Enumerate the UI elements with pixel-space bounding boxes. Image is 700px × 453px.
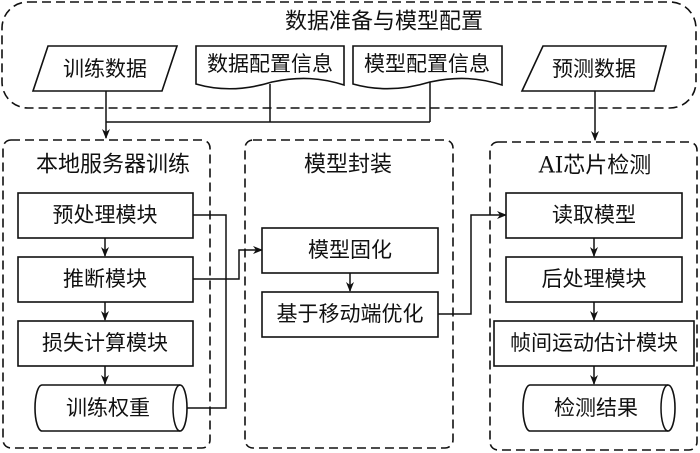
packaging-step-label: 基于移动端优化	[277, 302, 424, 326]
detection-output-results: 检测结果	[522, 384, 676, 432]
process-box	[17, 320, 194, 367]
process-box	[493, 320, 695, 367]
process-box	[17, 256, 194, 303]
packaging-step-freeze: 模型固化	[261, 227, 439, 274]
packaging-step-label: 模型固化	[308, 238, 392, 262]
training-step-preprocess: 预处理模块	[17, 192, 194, 239]
training-step-label: 预处理模块	[53, 203, 158, 227]
parallelogram-shape	[520, 45, 668, 92]
detection-step-label: 后处理模块	[542, 267, 647, 291]
group-local-training: 本地服务器训练	[2, 139, 211, 449]
detection-step-motion-estimation: 帧间运动估计模块	[493, 320, 695, 367]
detection-step-label: 读取模型	[552, 203, 636, 227]
line-preprocess-weights-bus	[187, 214, 227, 409]
detection-step-read-model: 读取模型	[505, 192, 683, 239]
training-output-weights: 训练权重	[34, 384, 188, 432]
packaging-step-mobile-opt: 基于移动端优化	[261, 291, 439, 338]
group-ai-chip: AI芯片检测	[489, 141, 698, 451]
group-model-packaging-title: 模型封装	[304, 153, 392, 178]
parallelogram-shape	[31, 45, 179, 92]
detection-output-label: 检测结果	[554, 396, 638, 420]
training-step-loss: 损失计算模块	[17, 320, 194, 367]
document-shape	[195, 45, 345, 90]
group-local-training-border	[2, 139, 211, 449]
detection-step-label: 帧间运动估计模块	[510, 331, 678, 355]
training-to-packaging-connectors	[187, 214, 263, 409]
document-shape	[352, 45, 503, 90]
arrow-to-model-freeze	[193, 246, 263, 280]
input-prediction-data-label: 预测数据	[552, 57, 636, 81]
group-data-prep: 数据准备与模型配置	[1, 1, 697, 109]
input-data-config: 数据配置信息	[195, 45, 345, 90]
training-step-label: 损失计算模块	[42, 331, 168, 355]
process-box	[17, 192, 194, 239]
input-training-data: 训练数据	[31, 45, 179, 92]
input-model-config-label: 模型配置信息	[364, 52, 490, 76]
group-ai-chip-border	[489, 141, 698, 451]
input-prediction-data: 预测数据	[520, 45, 668, 92]
input-model-config: 模型配置信息	[352, 45, 503, 90]
group-local-training-title: 本地服务器训练	[36, 153, 190, 178]
group-data-prep-title: 数据准备与模型配置	[285, 10, 483, 35]
process-box	[505, 256, 683, 303]
detection-step-postprocess: 后处理模块	[505, 256, 683, 303]
group-model-packaging: 模型封装	[244, 139, 454, 449]
group-model-packaging-border	[244, 139, 454, 449]
arrow-mobile-opt-to-read-model	[438, 211, 507, 315]
training-step-inference: 推断模块	[17, 256, 194, 303]
top-connectors	[102, 82, 599, 141]
input-training-data-label: 训练数据	[63, 57, 147, 81]
group-data-prep-border	[1, 1, 697, 109]
input-data-config-label: 数据配置信息	[207, 52, 333, 76]
process-box	[261, 227, 439, 274]
storage-cylinder-end	[660, 384, 669, 432]
storage-cylinder-end	[172, 384, 181, 432]
training-step-label: 推断模块	[63, 267, 147, 291]
group-ai-chip-title: AI芯片检测	[538, 154, 652, 179]
training-output-label: 训练权重	[66, 396, 150, 420]
